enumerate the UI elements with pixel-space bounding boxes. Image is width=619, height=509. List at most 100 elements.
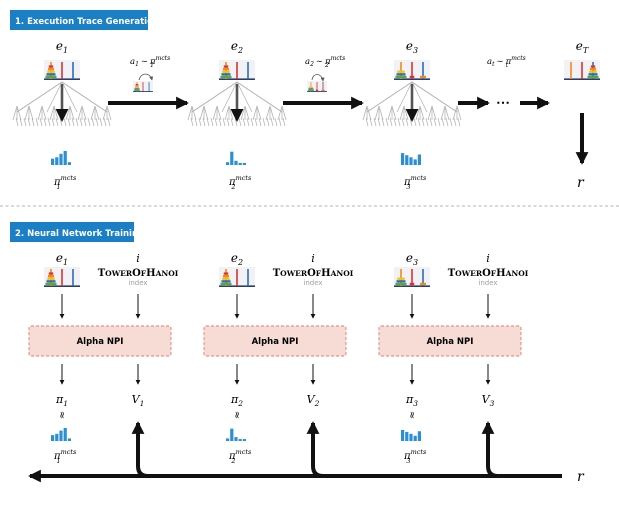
hanoi-peg	[50, 62, 52, 79]
tree-edge	[12, 105, 18, 121]
hanoi-state-icon-e3	[394, 60, 430, 80]
hanoi-disk	[135, 83, 139, 86]
tree-edge	[437, 117, 441, 127]
hanoi-peg	[50, 269, 52, 286]
tree-edge	[194, 117, 198, 127]
hanoi-peg	[581, 62, 583, 79]
tree-edge	[39, 117, 43, 127]
tree-edge	[393, 117, 397, 127]
hanoi-peg	[247, 269, 249, 286]
tree-edge	[37, 105, 43, 121]
hanoi-disk	[307, 89, 314, 91]
hanoi-disk	[221, 73, 231, 76]
tree-edge	[71, 117, 75, 127]
policy-output-label: π2	[230, 393, 243, 408]
policy-target-histogram	[51, 428, 71, 441]
hanoi-disk	[397, 277, 405, 280]
hanoi-peg	[225, 62, 227, 79]
tree-edge	[270, 117, 274, 127]
search-tree-3	[362, 81, 462, 127]
histogram-bar	[63, 428, 67, 441]
histogram-bar	[238, 162, 242, 165]
search-tree-1	[12, 81, 112, 127]
tree-edge	[425, 117, 429, 127]
histogram-bar	[405, 155, 409, 165]
hanoi-peg	[236, 62, 238, 79]
index-caption: index	[478, 279, 497, 287]
tree-edge	[218, 117, 222, 127]
tree-edge	[99, 117, 103, 127]
hanoi-disk	[397, 70, 405, 73]
hanoi-disk	[223, 272, 229, 275]
hanoi-disk	[45, 75, 57, 79]
tree-edge	[214, 117, 218, 127]
tree-edge	[63, 117, 67, 127]
hanoi-disk	[222, 70, 230, 73]
hanoi-disk	[135, 85, 139, 87]
hanoi-disk	[47, 70, 55, 73]
hanoi-disk	[223, 68, 229, 71]
tree-edge	[77, 105, 83, 121]
tree-edge	[41, 105, 47, 121]
histogram-bar	[55, 433, 59, 441]
hanoi-base	[219, 78, 255, 80]
alpha-npi-label: Alpha NPI	[252, 337, 299, 347]
tree-edge	[411, 81, 428, 113]
hanoi-disk	[409, 282, 415, 286]
tree-edge	[254, 117, 258, 127]
hanoi-disk	[134, 88, 140, 90]
policy-histogram-3	[401, 153, 421, 165]
tree-edge	[35, 117, 39, 127]
histogram-bar	[409, 157, 413, 165]
value-output-label: V1	[132, 393, 145, 408]
state-label-T: eT	[576, 39, 589, 55]
tree-edge	[75, 117, 79, 127]
hanoi-peg	[72, 62, 74, 79]
hanoi-peg	[148, 82, 150, 92]
hanoi-peg	[411, 269, 413, 286]
hanoi-disk	[223, 275, 229, 278]
tree-edge	[27, 117, 31, 127]
state-label: e2	[231, 251, 243, 267]
hanoi-disk	[321, 89, 325, 91]
histogram-bar	[63, 151, 67, 165]
tree-edge	[457, 117, 461, 127]
hanoi-disk	[134, 86, 140, 89]
hanoi-disk	[308, 86, 314, 89]
section2-header-bg	[10, 222, 134, 242]
ellipsis: ⋯	[496, 95, 510, 111]
tree-edge	[65, 105, 71, 121]
alpha-npi-module	[203, 325, 347, 357]
tree-edge	[53, 105, 59, 121]
hanoi-disk	[133, 89, 140, 91]
reward-label-2: r	[577, 469, 585, 485]
tree-edge	[274, 117, 278, 127]
tree-edge	[369, 117, 373, 127]
tree-edge	[216, 105, 222, 121]
histogram-bar	[230, 151, 234, 165]
value-output-label: V3	[482, 393, 495, 408]
hanoi-disk	[45, 282, 57, 286]
hanoi-disk	[587, 75, 599, 79]
histogram-bar	[67, 438, 71, 441]
action-icon-2	[307, 81, 327, 92]
tree-edge	[198, 117, 202, 127]
program-name: TOWEROFHANOI	[448, 268, 529, 279]
tree-edge	[399, 105, 405, 121]
hanoi-disk	[220, 282, 232, 286]
tree-edge	[19, 117, 23, 127]
histogram-bar	[51, 158, 55, 165]
tree-edge	[191, 81, 238, 113]
tree-edge	[91, 117, 95, 127]
hanoi-peg	[61, 269, 63, 286]
tree-edge	[277, 105, 283, 121]
hanoi-peg	[136, 82, 138, 92]
tree-edge	[202, 117, 206, 127]
tree-edge	[431, 105, 437, 121]
hanoi-peg	[72, 269, 74, 286]
tree-edge	[427, 105, 433, 121]
hanoi-disk	[46, 280, 56, 283]
